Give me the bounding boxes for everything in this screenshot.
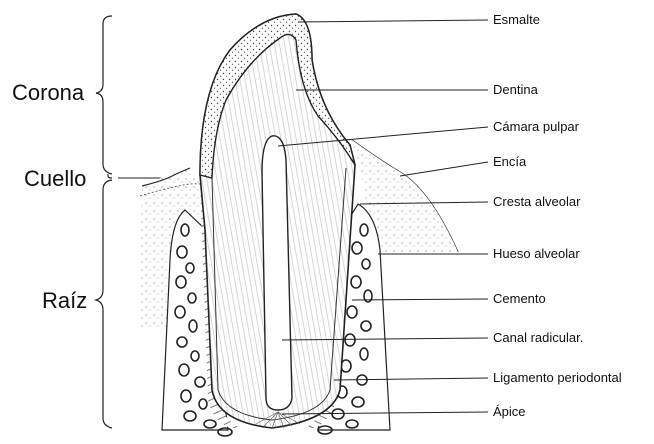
alveolar-bone-label: Hueso alveolar <box>493 247 580 260</box>
apex-label: Ápice <box>493 405 526 418</box>
region-brackets <box>96 16 112 428</box>
neck-label: Cuello <box>24 168 86 190</box>
cementum-label: Cemento <box>493 292 546 305</box>
alveolar-crest-label: Cresta alveolar <box>493 195 580 208</box>
leader-enamel <box>298 20 488 22</box>
crown-bracket <box>96 16 112 174</box>
dentin-label: Dentina <box>493 83 538 96</box>
gum-label: Encía <box>493 155 526 168</box>
pulp-chamber-label: Cámara pulpar <box>493 120 579 133</box>
periodontal-ligament-label: Ligamento periodontal <box>493 371 622 384</box>
root-bracket <box>96 180 112 428</box>
crown-label: Corona <box>12 82 84 104</box>
enamel-label: Esmalte <box>493 13 540 26</box>
leader-gum <box>400 162 488 176</box>
neck-bracket <box>108 174 112 178</box>
root-canal-label: Canal radicular. <box>493 331 583 344</box>
root-label: Raíz <box>42 290 87 312</box>
